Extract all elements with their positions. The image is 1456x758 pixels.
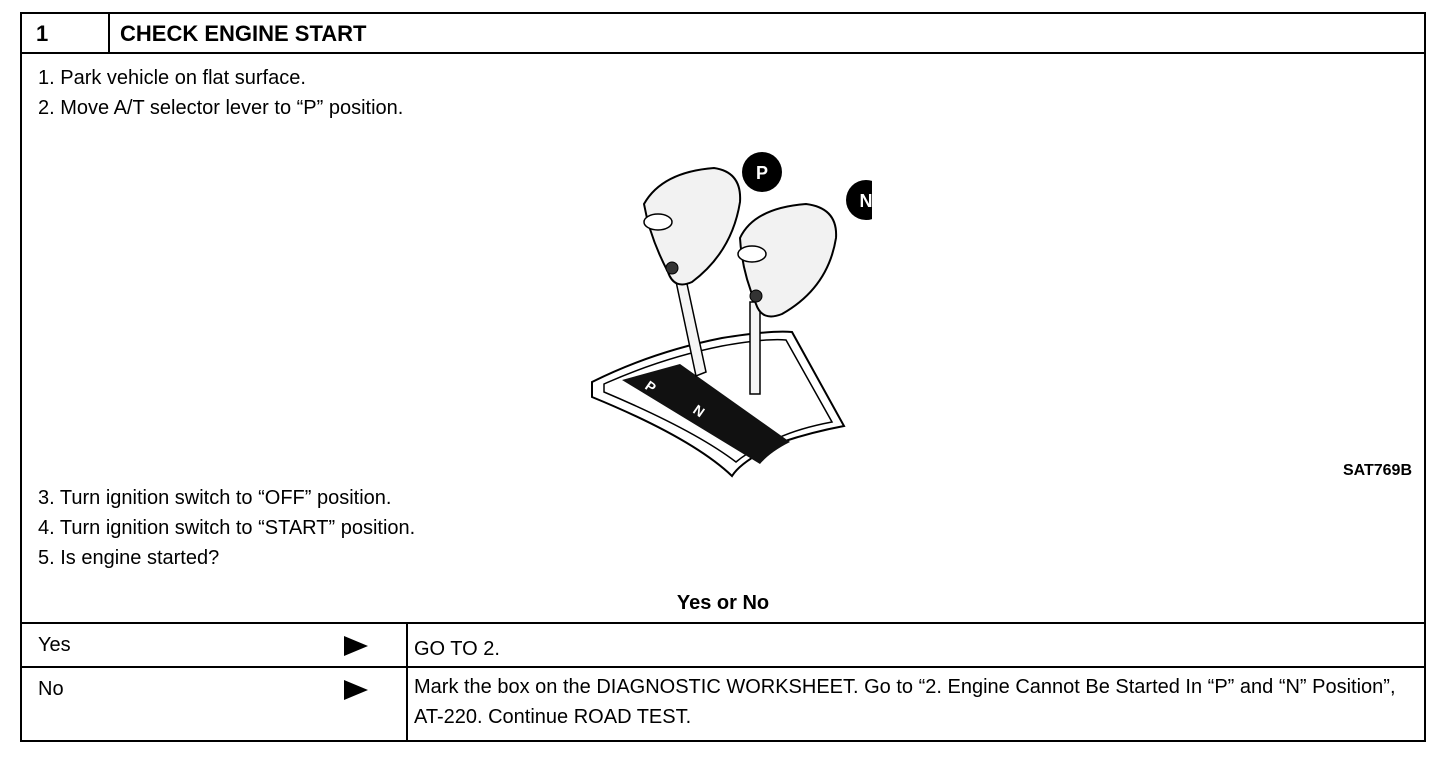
instruction-step: 4. Turn ignition switch to “START” posit… bbox=[38, 517, 416, 539]
lever-n-button bbox=[737, 245, 767, 263]
answer-label: Yes bbox=[38, 634, 71, 656]
lever-p-knob bbox=[642, 166, 742, 286]
procedure-header: 1 CHECK ENGINE START bbox=[22, 14, 1424, 54]
instruction-step: 1. Park vehicle on flat surface. bbox=[38, 67, 306, 89]
lever-p-bolt bbox=[665, 261, 679, 275]
arrow-right-icon bbox=[344, 680, 368, 700]
arrow-right-icon bbox=[344, 636, 368, 656]
column-divider bbox=[406, 668, 408, 742]
diagnostic-procedure-table: 1 CHECK ENGINE START 1. Park vehicle on … bbox=[20, 12, 1426, 742]
decision-question: Yes or No bbox=[676, 592, 770, 614]
instruction-step: 3. Turn ignition switch to “OFF” positio… bbox=[38, 487, 392, 509]
step-title: CHECK ENGINE START bbox=[120, 21, 367, 46]
position-badge-p-icon bbox=[742, 152, 782, 192]
selector-lever-illustration: P N P N bbox=[591, 152, 873, 478]
lever-p-button bbox=[643, 213, 673, 231]
step-number: 1 bbox=[22, 14, 110, 52]
answer-label: No bbox=[38, 678, 64, 700]
answer-row-no: No Mark the box on the DIAGNOSTIC WORKSH… bbox=[22, 666, 1424, 742]
instruction-list-before: 1. Park vehicle on flat surface. 2. Move… bbox=[38, 63, 403, 123]
answer-action: GO TO 2. bbox=[414, 638, 500, 660]
figure-id: SAT769B bbox=[1342, 462, 1412, 479]
lever-n-bolt bbox=[749, 289, 763, 303]
lever-n-stem bbox=[749, 301, 761, 395]
column-divider bbox=[406, 624, 408, 666]
instruction-step: 2. Move A/T selector lever to “P” positi… bbox=[38, 97, 404, 119]
position-badge-p-label: P bbox=[756, 163, 768, 183]
position-badge-n-label: N bbox=[860, 191, 873, 211]
position-badge-n-icon bbox=[846, 180, 872, 220]
answer-row-yes: Yes GO TO 2. bbox=[22, 622, 1424, 666]
shift-gate-indicator bbox=[622, 364, 790, 464]
instruction-list-after: 3. Turn ignition switch to “OFF” positio… bbox=[38, 483, 415, 573]
answer-action: Mark the box on the DIAGNOSTIC WORKSHEET… bbox=[414, 676, 1396, 728]
instruction-step: 5. Is engine started? bbox=[38, 547, 220, 569]
